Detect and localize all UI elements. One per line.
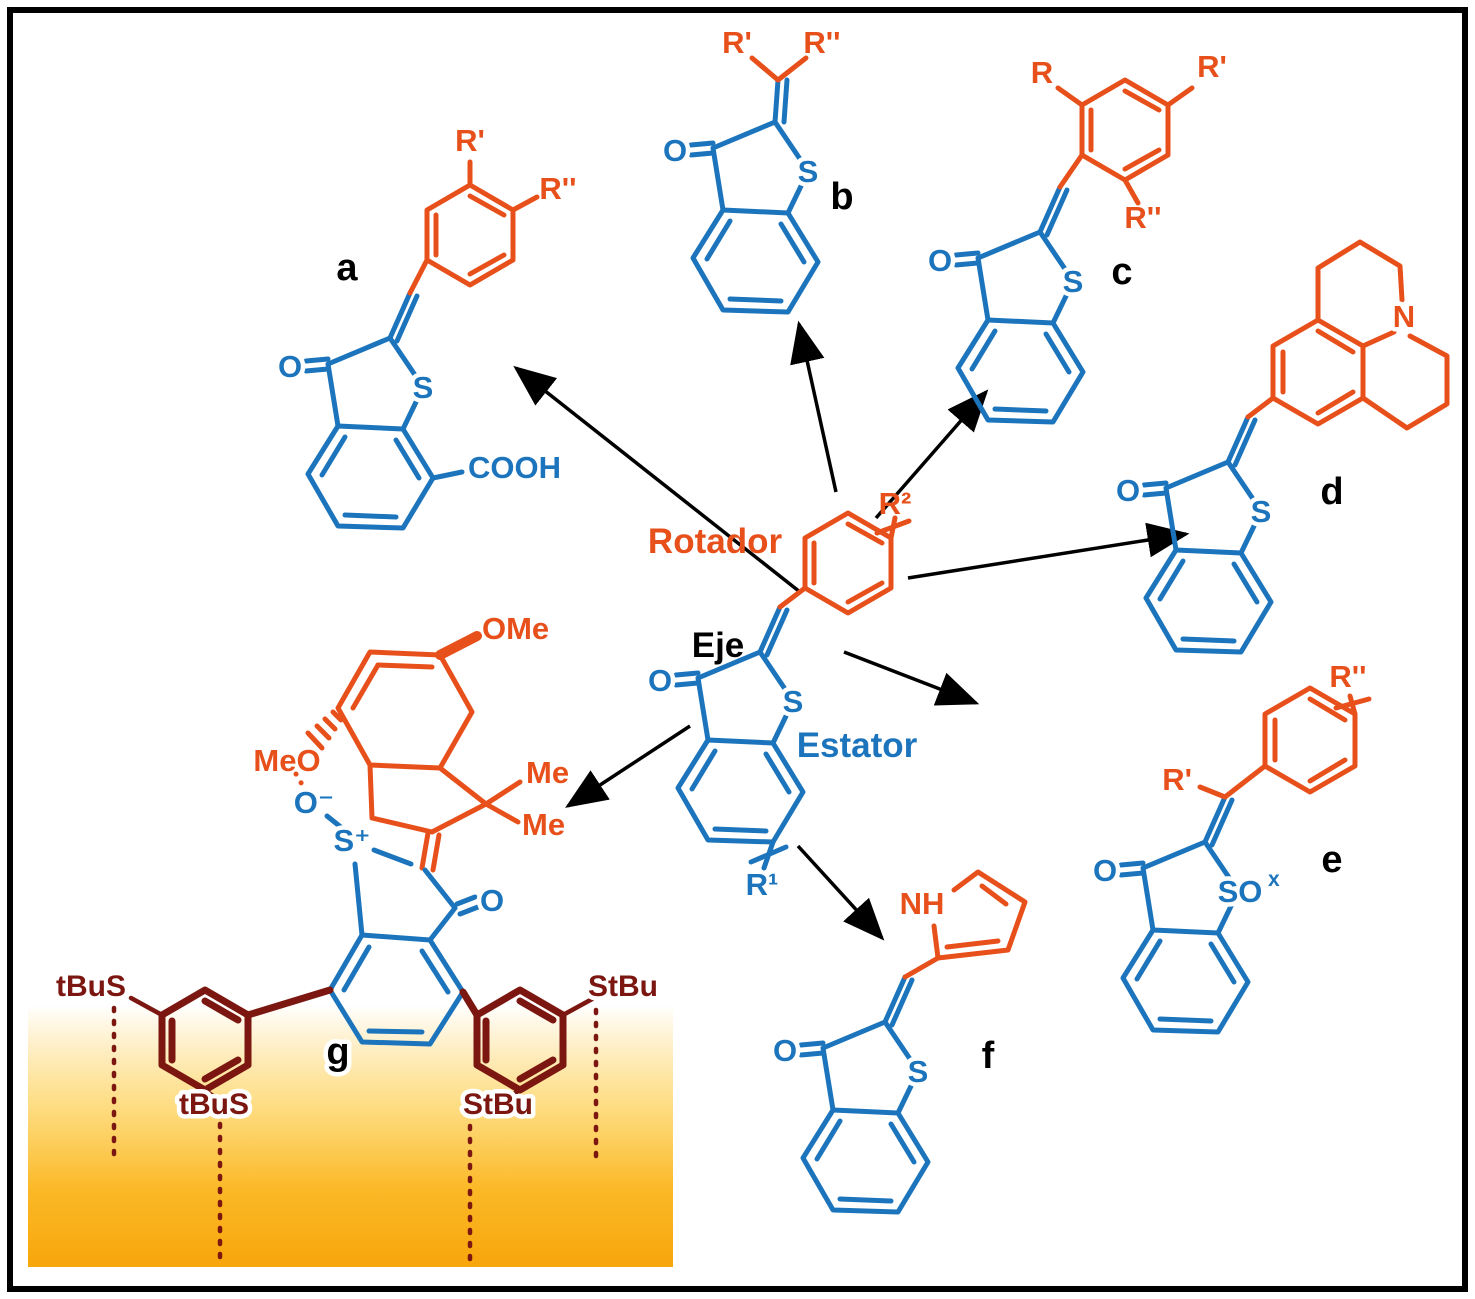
e-rprime-label: R'	[1162, 762, 1192, 797]
arrow-to-c	[874, 389, 989, 520]
ome-wedge-bond	[435, 631, 482, 660]
structure-f: NH O S f	[768, 869, 1028, 1215]
core-r2-label: R²	[879, 486, 912, 521]
d-nitrogen-label: N	[1393, 299, 1415, 334]
variable-position-slash	[1333, 696, 1372, 711]
frame-border	[7, 7, 1468, 1292]
e-sulfoxide-superscript: x	[1268, 868, 1280, 891]
c-oxygen-label: O	[928, 243, 952, 278]
g-o-minus-label: O⁻	[294, 785, 334, 820]
a-oxygen-label: O	[278, 349, 302, 384]
core-r1-label: R¹	[746, 867, 779, 902]
core-sulfur-label: S	[783, 684, 804, 719]
axis-title: Eje	[692, 626, 745, 665]
g-tbus-inner-label: tBuS	[179, 1088, 249, 1121]
b-letter-label: b	[830, 176, 853, 218]
structure-d: N O S d	[1111, 239, 1450, 655]
f-sulfur-label: S	[908, 1054, 929, 1089]
rotor-title: Rotador	[648, 522, 783, 561]
arrow-to-b	[790, 320, 838, 493]
d-sulfur-label: S	[1251, 494, 1272, 529]
e-oxygen-label: O	[1093, 853, 1117, 888]
a-letter-label: a	[336, 247, 358, 289]
g-letter-label: g	[326, 1031, 349, 1073]
e-sulfoxide-label: SO	[1218, 874, 1263, 909]
b-sulfur-label: S	[798, 154, 819, 189]
d-letter-label: d	[1320, 471, 1343, 513]
structure-c: O S R R' R'' c	[923, 49, 1227, 425]
arrows	[513, 320, 1190, 941]
arrow-to-d	[907, 522, 1190, 580]
structure-e: R' R'' O SO x e	[1088, 659, 1372, 1035]
structure-g: OMe MeO Me Me O⁻ S⁺ O tBuS StBu tBuS StB…	[52, 611, 663, 1265]
c-rdprime-label: R''	[1124, 200, 1161, 235]
f-nh-label: NH	[900, 886, 945, 921]
e-rdprime-label: R''	[1329, 659, 1366, 694]
surface-gradient	[28, 1005, 673, 1267]
g-ome-label: OMe	[482, 611, 549, 646]
f-oxygen-label: O	[773, 1033, 797, 1068]
c-sulfur-label: S	[1063, 264, 1084, 299]
arrow-to-f	[796, 844, 885, 941]
g-me-top-label: Me	[526, 755, 569, 790]
g-stbu-inner-label: StBu	[463, 1088, 533, 1121]
g-s-plus-label: S⁺	[333, 823, 370, 858]
g-oxygen-label: O	[480, 883, 504, 918]
structure-core: O S R² R¹ Rotador Eje Estator	[643, 486, 918, 902]
structure-a: O S COOH R' R'' a	[273, 123, 577, 531]
b-rdprime-label: R''	[803, 25, 840, 60]
f-letter-label: f	[982, 1035, 995, 1077]
g-me-bottom-label: Me	[522, 807, 565, 842]
b-rprime-label: R'	[722, 25, 752, 60]
e-letter-label: e	[1321, 839, 1342, 881]
c-r-label: R	[1031, 55, 1053, 90]
arrow-to-e	[843, 650, 980, 706]
structure-b: O S R' R'' b	[658, 25, 854, 315]
variable-position-slash	[874, 518, 912, 536]
arrow-to-g	[565, 724, 691, 808]
d-oxygen-label: O	[1116, 473, 1140, 508]
variable-position-slash	[748, 844, 789, 865]
c-letter-label: c	[1111, 251, 1132, 293]
g-tbus-outer-label: tBuS	[56, 970, 126, 1003]
stator-title: Estator	[797, 726, 918, 765]
a-sulfur-label: S	[413, 370, 434, 405]
b-oxygen-label: O	[663, 133, 687, 168]
g-stbu-outer-label: StBu	[588, 970, 658, 1003]
core-oxygen-label: O	[648, 663, 672, 698]
a-cooh-label: COOH	[468, 450, 561, 485]
a-rdprime-label: R''	[539, 171, 576, 206]
g-meo-label: MeO	[253, 743, 320, 778]
c-rprime-label: R'	[1197, 49, 1227, 84]
arrow-to-a	[513, 365, 802, 594]
meo-o-interaction-dots	[293, 771, 310, 796]
a-rprime-label: R'	[455, 123, 485, 158]
